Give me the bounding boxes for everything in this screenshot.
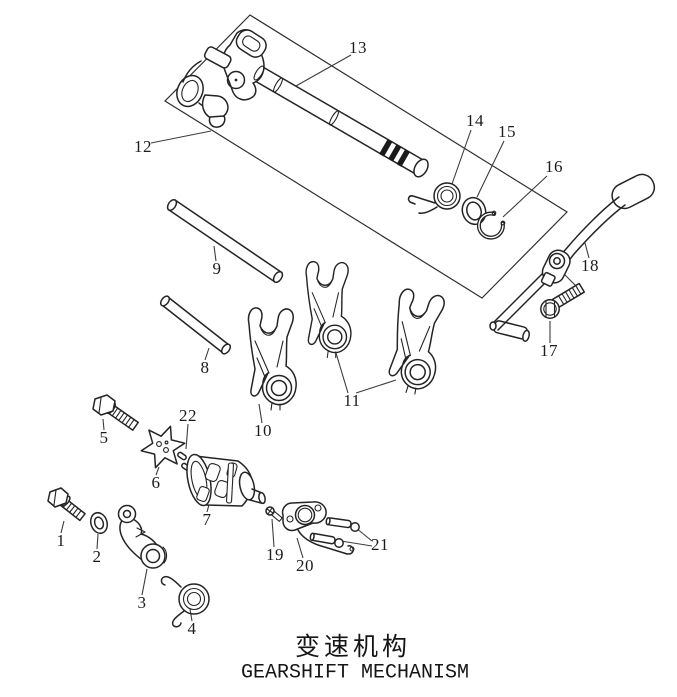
part-number-13: 13	[349, 38, 367, 57]
part-number-10: 10	[254, 421, 272, 440]
gearshift-spindle-shaft	[247, 62, 429, 178]
torsion-spring-4	[160, 575, 210, 628]
stopper-arm-3	[117, 504, 168, 569]
bolt-5	[92, 394, 139, 431]
fork-shaft-8	[159, 295, 232, 355]
part-number-7: 7	[202, 510, 212, 529]
part-number-21: 21	[371, 535, 389, 554]
part-number-5: 5	[99, 428, 109, 447]
shift-fork-10	[247, 307, 297, 411]
torsion-spring-14	[407, 182, 461, 214]
bolt-1	[47, 487, 86, 522]
guide-plate-20	[281, 501, 355, 555]
part-number-16: 16	[545, 157, 563, 176]
part-number-9: 9	[212, 259, 222, 278]
screw-19	[265, 506, 283, 522]
part-number-3: 3	[137, 593, 147, 612]
part-number-15: 15	[498, 122, 516, 141]
circlip-16	[476, 210, 506, 240]
washer-2	[89, 511, 109, 535]
part-number-1: 1	[56, 531, 66, 550]
springs-21	[309, 516, 360, 548]
fork-shaft-9	[166, 198, 284, 284]
diagram-title-chinese: 变速机构	[294, 632, 412, 661]
diagram-title-english: GEARSHIFT MECHANISM	[240, 661, 470, 685]
star-cam-6	[140, 425, 186, 469]
part-number-20: 20	[296, 556, 314, 575]
part-number-12: 12	[134, 137, 152, 156]
shift-drum-7	[186, 453, 266, 507]
bolt-17	[540, 282, 586, 319]
part-number-8: 8	[200, 358, 210, 377]
panel-outline	[164, 14, 568, 299]
part-number-11: 11	[343, 391, 361, 410]
part-number-22: 22	[179, 406, 197, 425]
leader-lines	[60, 54, 590, 622]
gearshift-pedal-18	[489, 173, 656, 342]
part-number-17: 17	[540, 341, 558, 360]
washer-15	[461, 196, 487, 226]
gearshift-spindle-head	[176, 29, 267, 128]
shift-fork-11a	[305, 260, 352, 359]
part-number-2: 2	[92, 547, 102, 566]
part-number-14: 14	[466, 111, 484, 130]
part-number-4: 4	[187, 619, 197, 638]
part-number-18: 18	[581, 256, 599, 275]
part-number-6: 6	[151, 473, 161, 492]
part-number-19: 19	[266, 545, 284, 564]
